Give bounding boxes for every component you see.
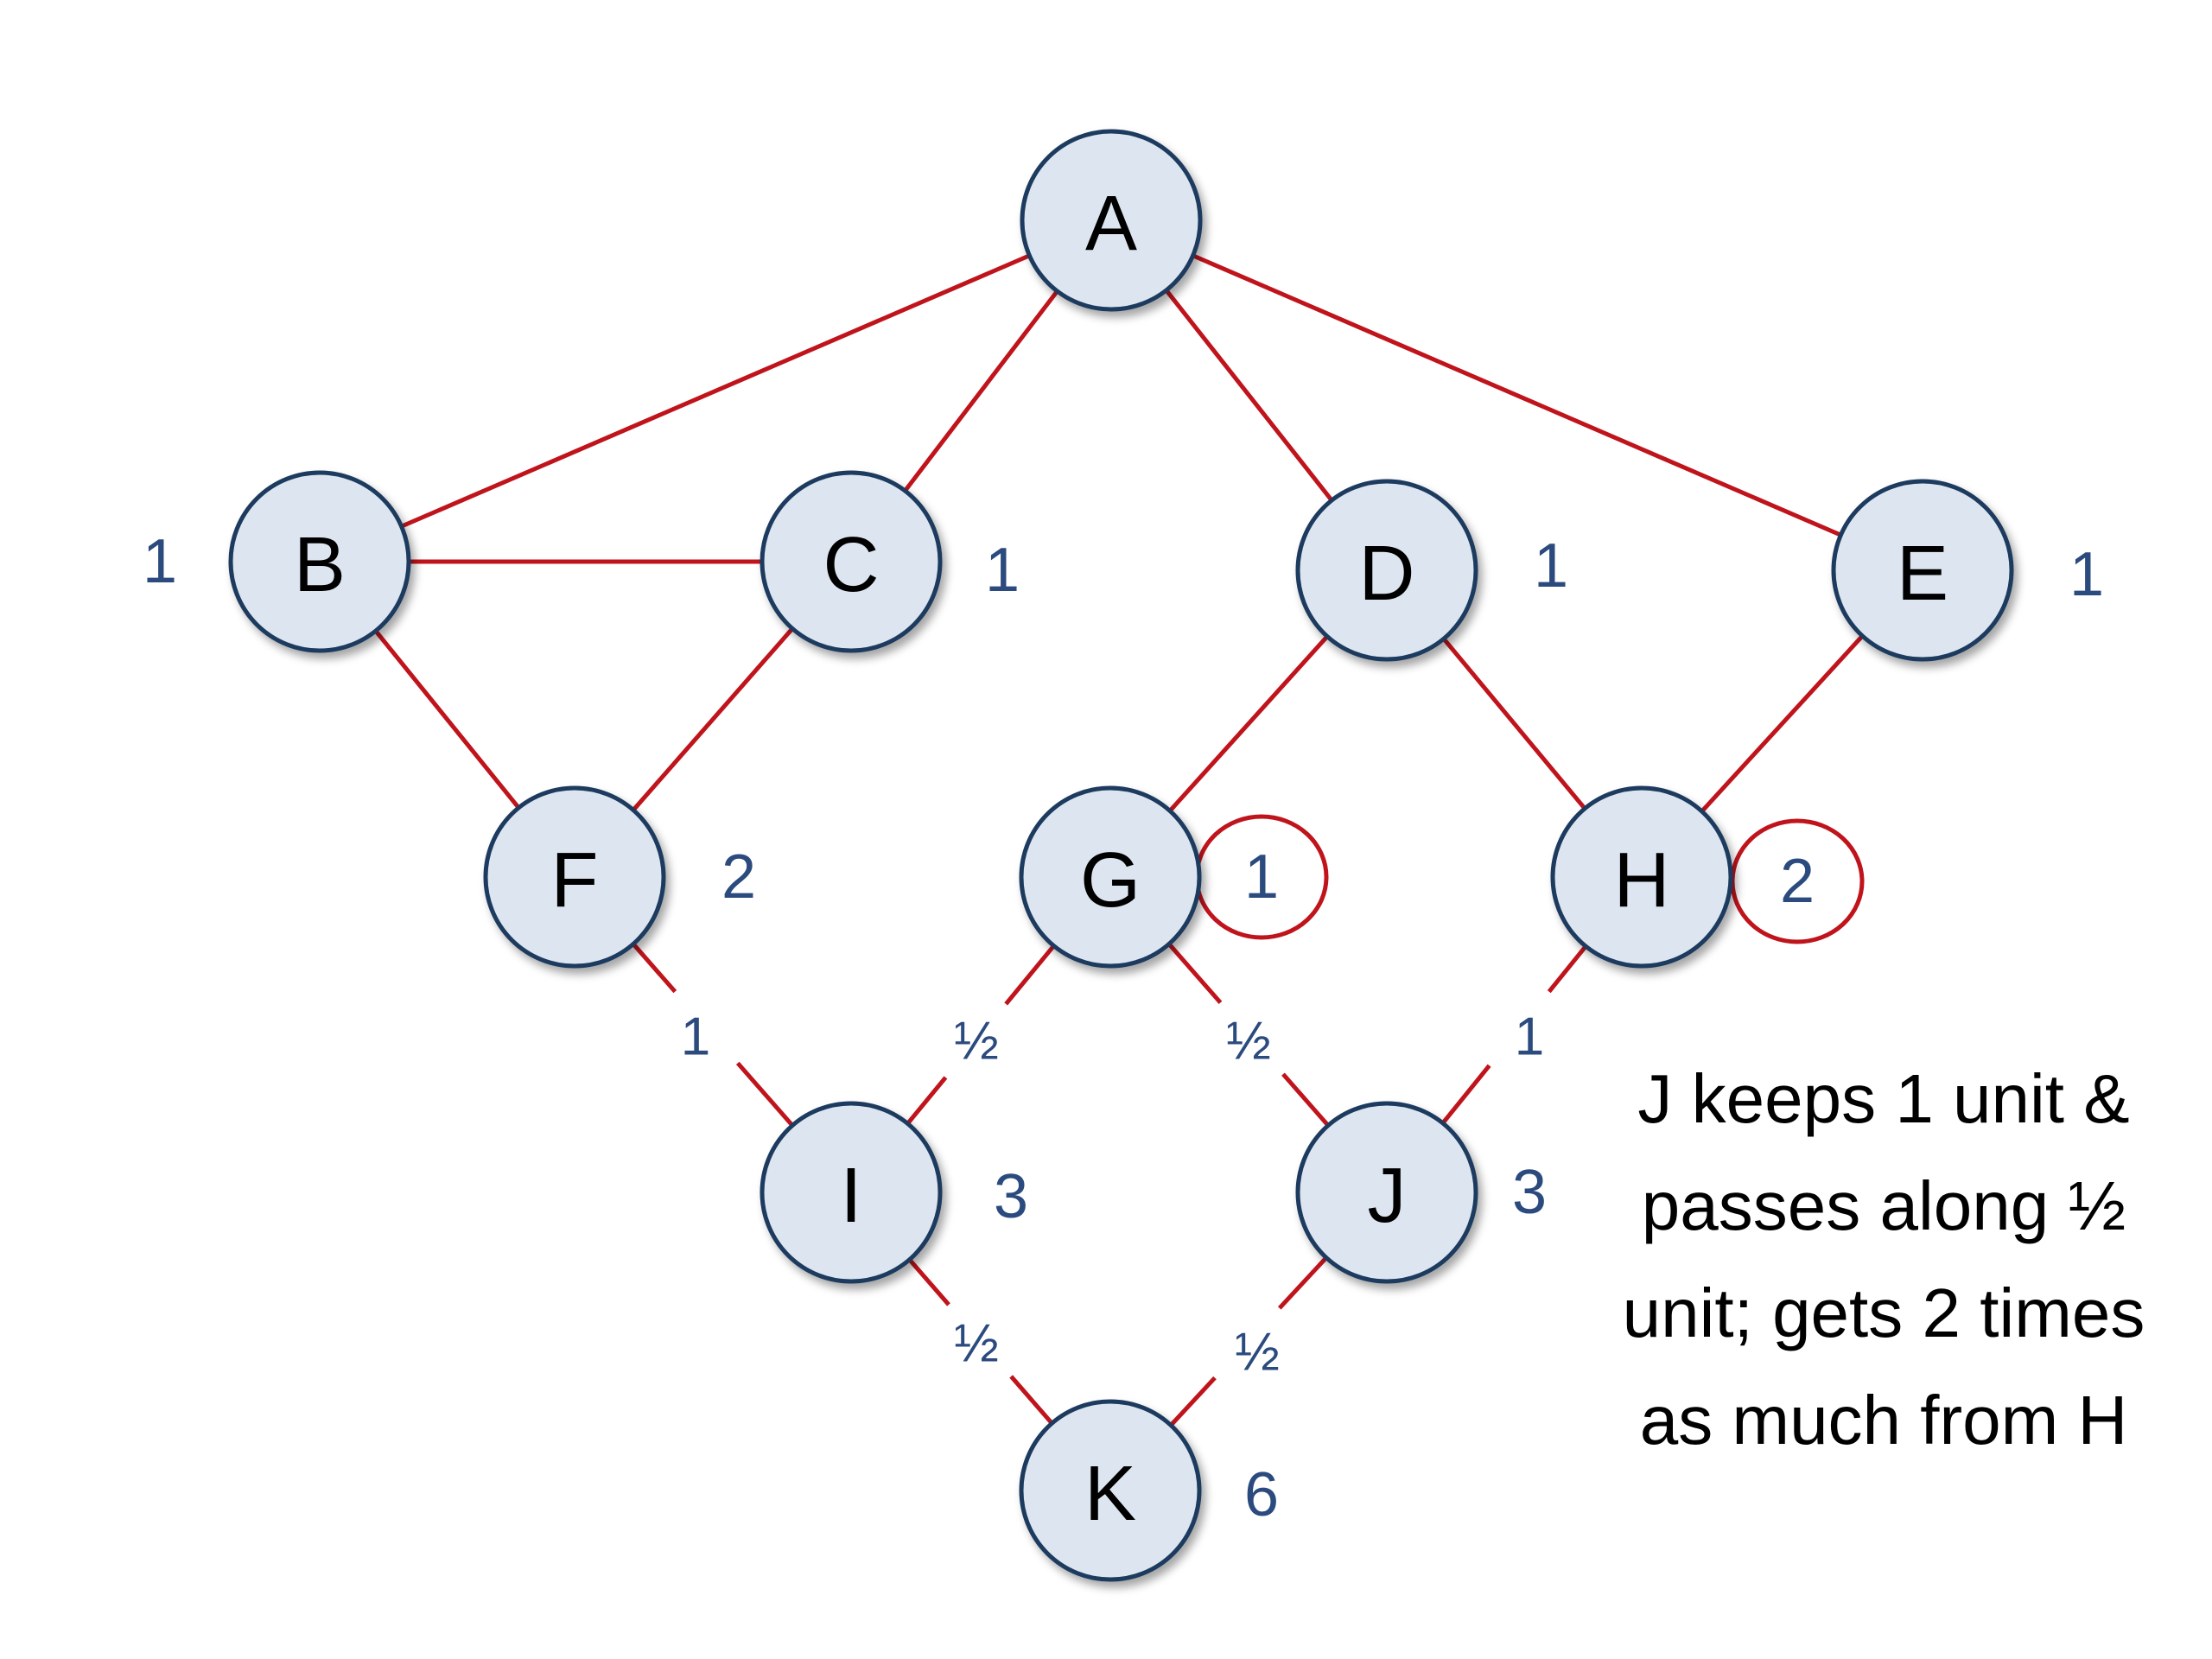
node-i: I bbox=[760, 1101, 943, 1284]
node-a: A bbox=[1020, 129, 1203, 312]
edge-j-k-segment-a bbox=[1277, 1255, 1330, 1310]
caption-line-3: unit; gets 2 times bbox=[1622, 1274, 2145, 1351]
node-label-b: B bbox=[294, 522, 346, 608]
caption-line-4: as much from H bbox=[1639, 1382, 2128, 1459]
node-label-i: I bbox=[840, 1153, 861, 1239]
node-circle-c bbox=[760, 470, 943, 653]
node-circle-k bbox=[1019, 1399, 1202, 1582]
edge-g-i-segment-a bbox=[1004, 943, 1057, 1006]
node-label-k: K bbox=[1084, 1451, 1136, 1537]
node-j: J bbox=[1295, 1101, 1478, 1284]
node-h: H bbox=[1550, 785, 1733, 969]
node-value-c: 1 bbox=[985, 536, 1020, 605]
node-k: K bbox=[1019, 1399, 1202, 1582]
edge-label-g-j: ½ bbox=[1226, 1012, 1271, 1071]
highlight-circles bbox=[1194, 814, 1865, 944]
nodes: A B C D E F G H I J K bbox=[228, 129, 2014, 1582]
node-label-h: H bbox=[1614, 837, 1670, 924]
node-label-c: C bbox=[823, 522, 880, 608]
edge-g-j-segment-b bbox=[1281, 1072, 1332, 1128]
node-circle-g bbox=[1019, 785, 1202, 969]
edge-label-f-i: 1 bbox=[681, 1007, 710, 1067]
edge-d-h bbox=[1440, 636, 1588, 811]
edge-f-i-segment-b bbox=[735, 1061, 796, 1128]
node-value-d: 1 bbox=[1534, 531, 1568, 601]
node-label-j: J bbox=[1368, 1153, 1407, 1239]
edge-a-e bbox=[1190, 252, 1844, 538]
node-value-b: 1 bbox=[143, 527, 177, 596]
edge-i-k-segment-a bbox=[906, 1256, 950, 1306]
edge-a-d bbox=[1163, 287, 1335, 504]
node-b: B bbox=[228, 470, 411, 653]
node-g: G bbox=[1019, 785, 1202, 969]
node-label-a: A bbox=[1085, 181, 1137, 267]
node-circle-h bbox=[1550, 785, 1733, 969]
caption-line-2: passes along ½ bbox=[1641, 1167, 2126, 1244]
node-circle-j bbox=[1295, 1101, 1478, 1284]
node-circle-b bbox=[228, 470, 411, 653]
node-value-g: 1 bbox=[1244, 842, 1279, 912]
node-circle-i bbox=[760, 1101, 943, 1284]
node-circle-f bbox=[483, 785, 666, 969]
node-values: 1 1 1 1 2 1 2 3 3 6 bbox=[143, 527, 2104, 1529]
node-d: D bbox=[1295, 479, 1478, 662]
caption: J keeps 1 unit & passes along ½ unit; ge… bbox=[1538, 1046, 2212, 1474]
node-circle-e bbox=[1831, 479, 2014, 662]
edge-label-j-k: ½ bbox=[1235, 1323, 1280, 1382]
node-c: C bbox=[760, 470, 943, 653]
edge-g-j-segment-a bbox=[1166, 941, 1223, 1005]
edge-label-i-k: ½ bbox=[954, 1314, 999, 1374]
edge-c-f bbox=[630, 626, 796, 813]
node-value-k: 6 bbox=[1244, 1460, 1279, 1529]
node-circle-d bbox=[1295, 479, 1478, 662]
node-value-i: 3 bbox=[994, 1162, 1028, 1231]
node-f: F bbox=[483, 785, 666, 969]
node-label-f: F bbox=[551, 837, 599, 924]
node-label-d: D bbox=[1359, 531, 1415, 617]
edge-label-h-j: 1 bbox=[1515, 1007, 1544, 1067]
edge-a-c bbox=[902, 288, 1060, 494]
edge-b-f bbox=[372, 627, 522, 811]
edge-d-g bbox=[1166, 633, 1331, 814]
node-circle-a bbox=[1020, 129, 1203, 312]
node-label-e: E bbox=[1897, 531, 1948, 617]
node-value-h: 2 bbox=[1780, 847, 1815, 916]
node-value-e: 1 bbox=[2069, 540, 2104, 609]
node-value-f: 2 bbox=[721, 842, 756, 912]
node-value-j: 3 bbox=[1512, 1158, 1547, 1227]
node-label-g: G bbox=[1080, 837, 1141, 924]
edge-h-j-segment-a bbox=[1547, 943, 1589, 994]
edge-a-b bbox=[398, 252, 1033, 530]
edge-e-h bbox=[1699, 632, 1866, 815]
edge-labels: 1 ½ ½ 1 ½ ½ bbox=[681, 1007, 1544, 1382]
node-e: E bbox=[1831, 479, 2014, 662]
edge-g-i-segment-b bbox=[905, 1076, 948, 1127]
edge-i-k-segment-b bbox=[1009, 1375, 1055, 1427]
edge-h-j-segment-b bbox=[1440, 1064, 1491, 1127]
edge-f-i-segment-a bbox=[630, 941, 677, 994]
edges bbox=[372, 252, 1866, 1428]
edge-label-g-i: ½ bbox=[954, 1012, 999, 1071]
caption-line-1: J keeps 1 unit & bbox=[1637, 1060, 2130, 1137]
edge-j-k-segment-b bbox=[1167, 1376, 1217, 1428]
